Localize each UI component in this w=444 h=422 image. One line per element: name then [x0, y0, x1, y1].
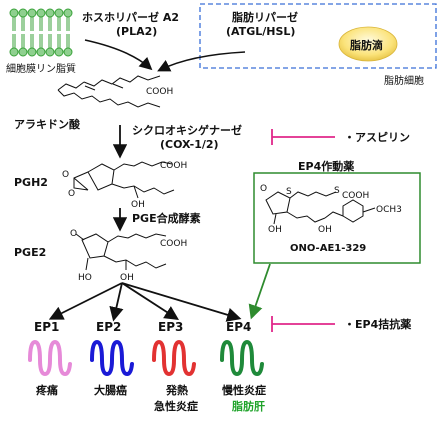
ep2-receptor-icon: [90, 339, 134, 377]
ep4-effect-2: 脂肪肝: [232, 400, 265, 413]
pge2-cooh-label: COOH: [160, 239, 187, 249]
lipase-name: 脂肪リパーゼ: [232, 11, 298, 24]
receptor-arrows: [48, 282, 242, 322]
agonist-oh2-label: OH: [318, 225, 332, 235]
ep3-effect: 発熱: [166, 384, 188, 397]
agonist-s2-label: S: [334, 186, 340, 196]
adipocyte-box: [199, 3, 437, 69]
ep3-label: EP3: [158, 320, 184, 334]
pge2-ho-label: HO: [78, 273, 92, 283]
agonist-o-label: O: [260, 184, 267, 194]
ep4-effect: 慢性炎症: [222, 384, 266, 397]
ep2-label: EP2: [96, 320, 122, 334]
cox-abbr: (COX-1/2): [160, 138, 219, 151]
agonist-s1-label: S: [286, 187, 292, 197]
ono-ae1-329-structure: [265, 191, 376, 225]
pge2-oh-label: OH: [120, 273, 134, 283]
cox-name: シクロオキシゲナーゼ: [132, 124, 242, 137]
membrane-phospholipid-label: 細胞膜リン脂質: [6, 64, 76, 75]
aspirin-label: ・アスピリン: [344, 131, 410, 144]
ep4-agonist-box: [253, 172, 421, 264]
pgh2-label: PGH2: [14, 176, 48, 189]
ep1-label: EP1: [34, 320, 60, 334]
arachidonic-acid-label: アラキドン酸: [14, 118, 80, 131]
ep1-effect: 疼痛: [36, 384, 58, 397]
fat-droplet-icon: [338, 26, 398, 62]
ep4-agonist-title: EP4作動薬: [298, 160, 355, 173]
pge2-structure: [75, 233, 167, 271]
ep1-receptor-icon: [28, 339, 72, 377]
pgh2-cooh-label: COOH: [160, 161, 187, 171]
ep4-antagonist-label: ・EP4拮抗薬: [344, 318, 412, 331]
fat-droplet-label: 脂肪滴: [350, 39, 383, 52]
pgh2-o1-label: O: [62, 170, 69, 180]
ep3-receptor-icon: [152, 339, 196, 377]
ono-ae1-329-label: ONO-AE1-329: [290, 243, 367, 254]
pla2-name: ホスホリパーゼ A2: [82, 11, 179, 24]
membrane-icon: [9, 8, 73, 57]
arachidonic-acid-structure: [57, 75, 161, 108]
agonist-och3-label: OCH3: [376, 205, 402, 215]
ep2-effect: 大腸癌: [94, 384, 127, 397]
ep4-receptor-icon: [220, 339, 264, 377]
pge-synthase-label: PGE合成酵素: [132, 212, 201, 225]
pgh2-structure: [73, 161, 175, 199]
pla2-abbr: (PLA2): [116, 25, 158, 38]
pge2-label: PGE2: [14, 246, 47, 259]
pgh2-o2-label: O: [68, 189, 75, 199]
aa-cooh-label: COOH: [146, 87, 173, 97]
pgh2-oh-label: OH: [131, 200, 145, 210]
agonist-cooh-label: COOH: [342, 191, 369, 201]
ep3-effect-2: 急性炎症: [154, 400, 198, 413]
pge2-o-label: O: [70, 229, 77, 239]
lipase-abbr: (ATGL/HSL): [226, 25, 296, 38]
ep4-label: EP4: [226, 320, 252, 334]
adipocyte-label: 脂肪細胞: [384, 76, 424, 87]
agonist-oh1-label: OH: [268, 225, 282, 235]
